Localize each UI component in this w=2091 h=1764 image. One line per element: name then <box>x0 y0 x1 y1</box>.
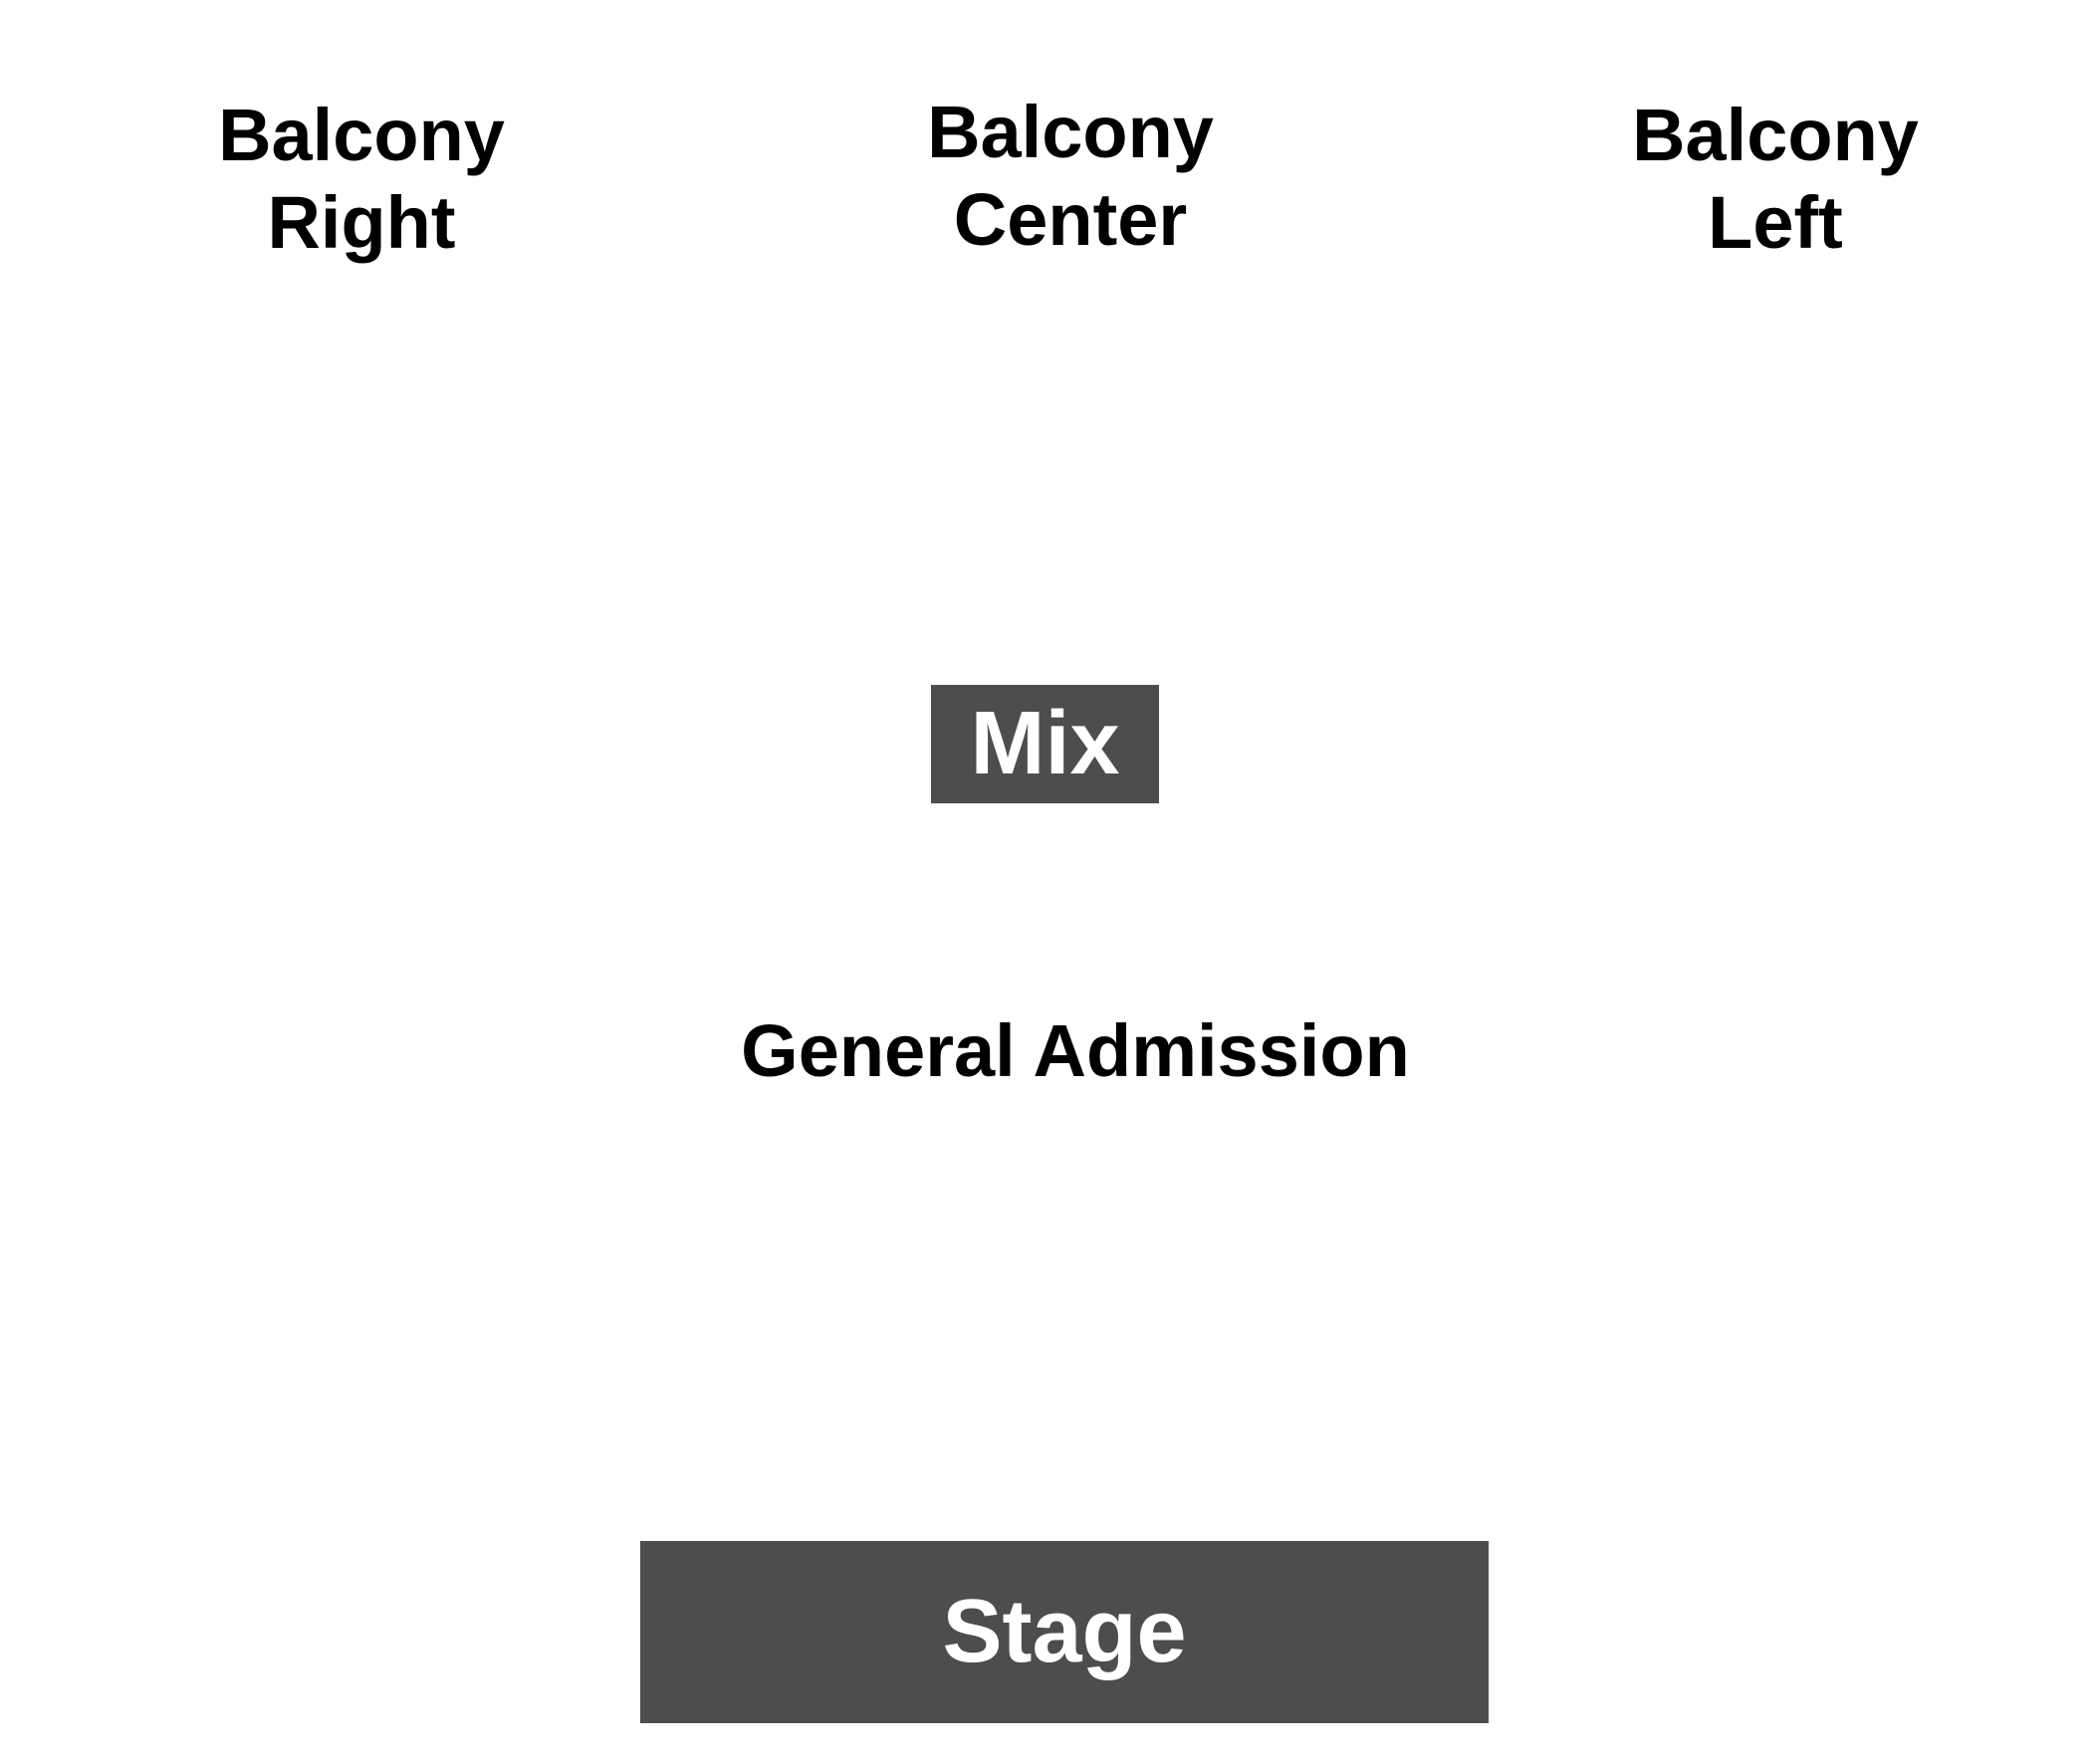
section-label-line: Right <box>267 181 456 264</box>
section-label-line: Center <box>953 178 1188 261</box>
section-balcony-left[interactable]: Balcony Left <box>1596 92 1955 267</box>
section-label-line: Balcony <box>927 91 1214 173</box>
mix-booth: Mix <box>931 685 1159 803</box>
stage: Stage <box>640 1541 1489 1723</box>
section-label-line: Balcony <box>218 94 505 176</box>
section-balcony-center[interactable]: Balcony Center <box>891 89 1250 264</box>
stage-label: Stage <box>942 1582 1187 1681</box>
section-balcony-right[interactable]: Balcony Right <box>182 92 541 267</box>
section-label-line: Left <box>1708 181 1843 264</box>
section-label-line: Balcony <box>1632 94 1919 176</box>
mix-booth-label: Mix <box>970 694 1120 793</box>
section-general-admission[interactable]: General Admission <box>697 1007 1454 1095</box>
section-label-line: General Admission <box>741 1009 1410 1092</box>
